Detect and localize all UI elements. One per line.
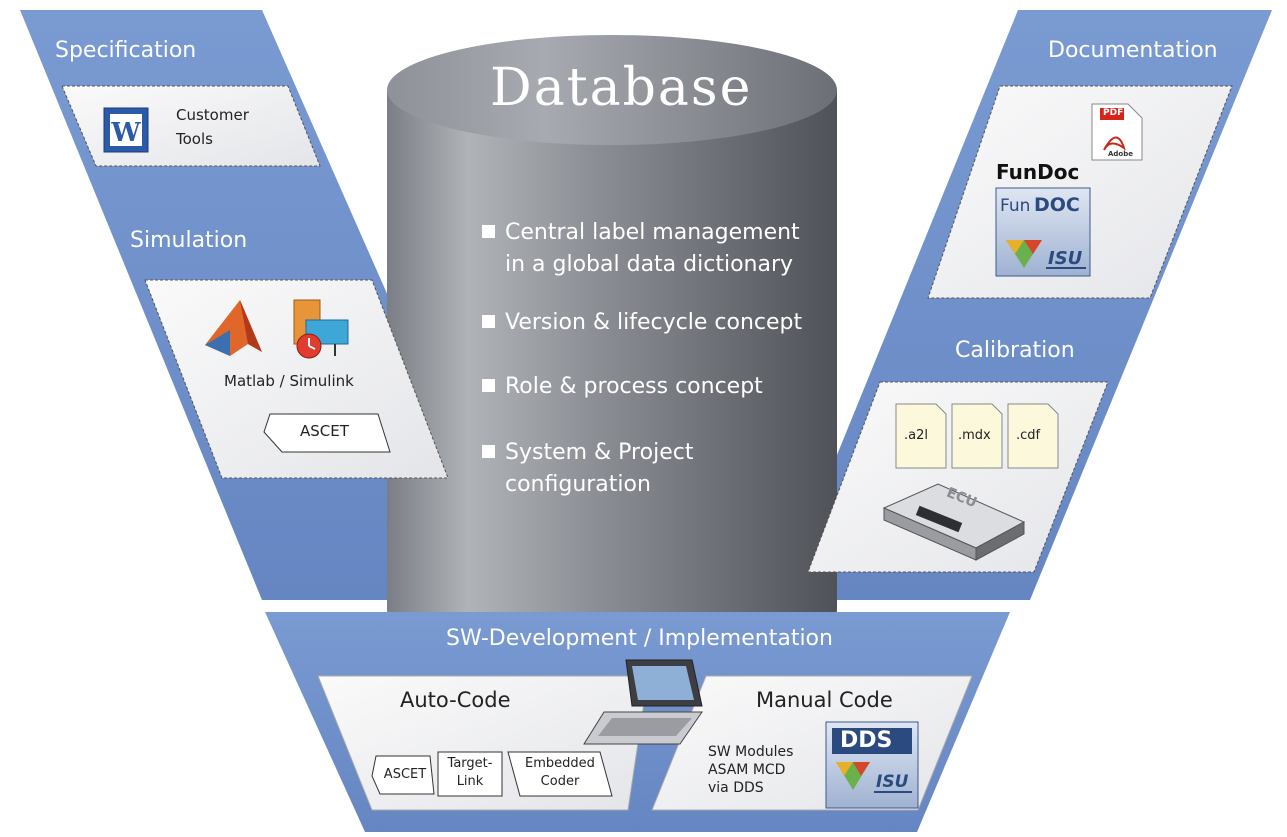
targetlink-box bbox=[437, 751, 503, 797]
simulation-title: Simulation bbox=[130, 228, 248, 253]
bullet-marker bbox=[482, 445, 495, 458]
fundoc-logo-doc: DOC bbox=[1034, 194, 1080, 216]
database-cylinder-top bbox=[387, 35, 837, 145]
manual-code-title: Manual Code bbox=[756, 688, 893, 712]
laptop-icon bbox=[583, 659, 703, 745]
file-mdx-label: .mdx bbox=[958, 428, 991, 443]
fundoc-label: FunDoc bbox=[996, 160, 1080, 184]
bullet-text: Version & lifecycle concept bbox=[505, 310, 803, 335]
auto-code-title: Auto-Code bbox=[400, 688, 511, 712]
bullet-text: Central label management bbox=[505, 220, 800, 245]
targetlink-label-2: Link bbox=[456, 774, 484, 789]
manual-code-line-2: ASAM MCD bbox=[708, 762, 786, 778]
dds-label: DDS bbox=[840, 728, 893, 753]
word-icon: W bbox=[103, 107, 149, 153]
database-title: Database bbox=[490, 58, 753, 118]
dds-isu-label: ISU bbox=[876, 772, 909, 792]
ascet-sim-box bbox=[263, 413, 391, 453]
pdf-icon bbox=[1091, 103, 1143, 161]
bullet-marker bbox=[482, 225, 495, 238]
cdf-file-icon bbox=[1007, 403, 1059, 469]
simulink-icon bbox=[293, 299, 349, 359]
ascet-auto-label: ASCET bbox=[383, 767, 427, 782]
svg-text:W: W bbox=[110, 118, 141, 148]
embedded-coder-label-1: Embedded bbox=[525, 756, 595, 771]
matlab-simulink-label: Matlab / Simulink bbox=[224, 372, 354, 390]
manual-code-line-3: via DDS bbox=[708, 780, 764, 796]
bullet-text: Role & process concept bbox=[505, 374, 763, 399]
bullet-marker bbox=[482, 315, 495, 328]
fundoc-isu-label: ISU bbox=[1048, 248, 1083, 269]
fundoc-logo-fun: Fun bbox=[1000, 196, 1031, 216]
ascet-sim-label: ASCET bbox=[300, 422, 349, 440]
customer-tools-label-1: Customer bbox=[176, 106, 249, 124]
fundoc-logo bbox=[995, 187, 1091, 277]
bullet-data-dictionary: in a global data dictionary bbox=[505, 252, 794, 277]
file-a2l-label: .a2l bbox=[904, 428, 928, 443]
bullet-marker bbox=[482, 379, 495, 392]
manual-code-line-1: SW Modules bbox=[708, 744, 794, 760]
embedded-coder-box bbox=[507, 751, 613, 797]
ascet-auto-box bbox=[371, 755, 435, 795]
documentation-title: Documentation bbox=[1048, 38, 1218, 63]
bullet-text: System & Project bbox=[505, 440, 694, 465]
embedded-coder-label-2: Coder bbox=[540, 774, 580, 789]
ecu-icon bbox=[882, 483, 1026, 561]
calibration-title: Calibration bbox=[955, 338, 1075, 363]
a2l-file-icon bbox=[895, 403, 947, 469]
bullet-configuration: configuration bbox=[505, 472, 651, 497]
pdf-label: PDF bbox=[1103, 108, 1124, 118]
specification-card bbox=[61, 85, 321, 167]
adobe-label: Adobe bbox=[1108, 150, 1133, 158]
matlab-icon bbox=[205, 300, 262, 356]
bullet-label-management: Central label management bbox=[482, 218, 800, 248]
mdx-file-icon bbox=[951, 403, 1003, 469]
customer-tools-label-2: Tools bbox=[176, 130, 213, 148]
bullet-version-lifecycle: Version & lifecycle concept bbox=[482, 308, 802, 338]
targetlink-label-1: Target- bbox=[447, 756, 493, 771]
file-cdf-label: .cdf bbox=[1016, 428, 1041, 443]
dds-logo bbox=[825, 721, 919, 809]
bullet-system-project: System & Project bbox=[482, 438, 693, 468]
database-cylinder-body bbox=[387, 90, 837, 665]
sw-development-title: SW-Development / Implementation bbox=[446, 626, 833, 651]
bullet-role-process: Role & process concept bbox=[482, 372, 763, 402]
specification-title: Specification bbox=[55, 38, 197, 63]
